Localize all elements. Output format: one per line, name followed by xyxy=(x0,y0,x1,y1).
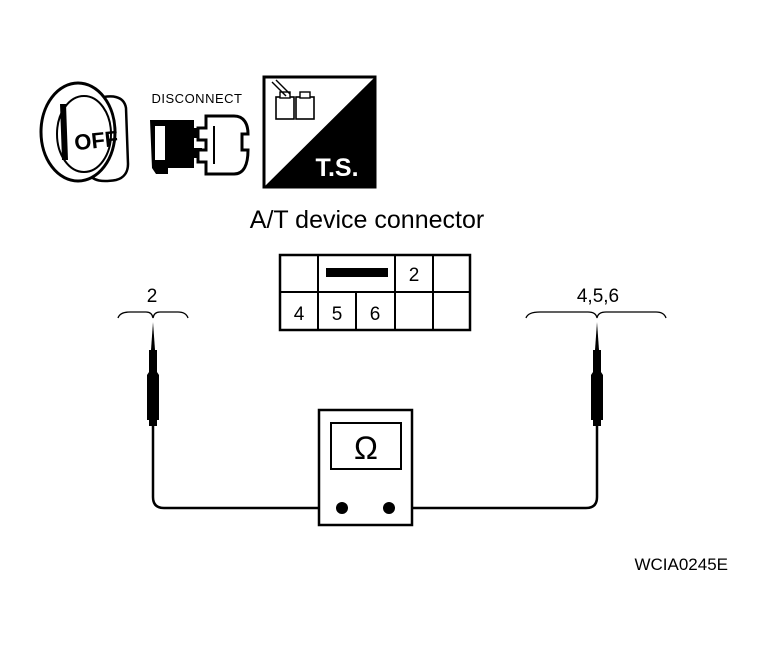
left-probe-label: 2 xyxy=(147,286,158,307)
connector-cell-bottom: 5 xyxy=(332,304,343,325)
right-probe-bracket xyxy=(525,311,667,319)
meter-terminal-left xyxy=(336,502,348,514)
right-test-probe xyxy=(591,322,603,426)
disconnect-text: DISCONNECT xyxy=(152,91,243,106)
connector-cell-bottom: 4 xyxy=(294,304,305,325)
ts-text: T.S. xyxy=(315,154,358,182)
meter-terminal-right xyxy=(383,502,395,514)
connector-face: 2 4 5 6 xyxy=(278,253,472,332)
left-lead-wire xyxy=(151,426,340,510)
connector-cell-top: 2 xyxy=(409,265,420,286)
ohm-symbol: Ω xyxy=(354,430,378,466)
ohmmeter: Ω xyxy=(317,408,414,527)
connector-lock-tab xyxy=(326,268,388,277)
right-lead-wire xyxy=(390,426,599,510)
disconnect-connector-icon: DISCONNECT xyxy=(150,91,250,176)
key-off-text: OFF xyxy=(73,126,119,155)
left-test-probe xyxy=(147,322,159,426)
connector-cell-bottom: 6 xyxy=(370,304,381,325)
ignition-off-key-icon: OFF xyxy=(39,81,130,183)
right-probe-label: 4,5,6 xyxy=(577,286,619,307)
ts-connector-glyph-icon xyxy=(271,79,315,120)
left-probe-bracket xyxy=(117,311,189,319)
connector-title: A/T device connector xyxy=(250,206,484,234)
ts-tester-icon: T.S. xyxy=(262,75,377,189)
figure-id: WCIA0245E xyxy=(634,555,728,574)
